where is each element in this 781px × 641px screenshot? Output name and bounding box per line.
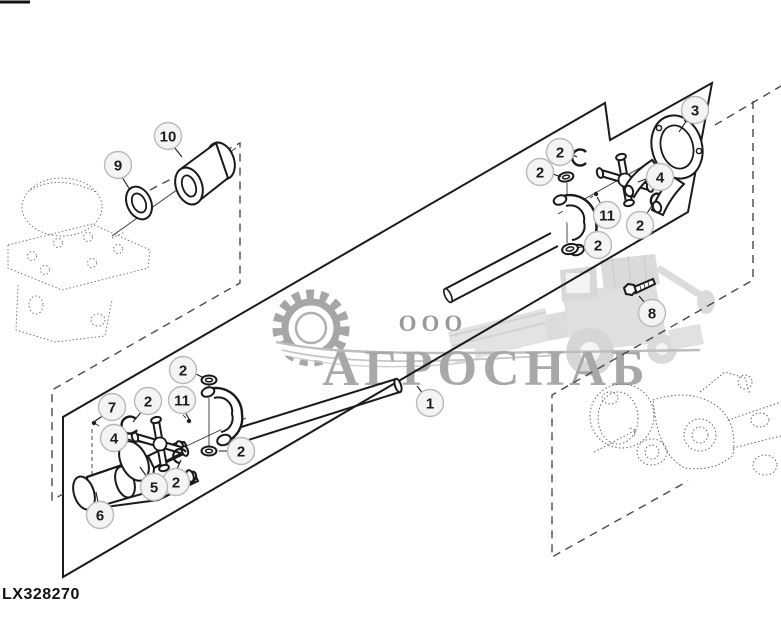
callout-9: 9 [103, 150, 133, 180]
callout-4-right: 4 [645, 162, 675, 192]
right-dashed-panel [551, 85, 781, 559]
svg-text:2: 2 [144, 394, 152, 411]
callout-4-left: 4 [99, 423, 129, 453]
spider-cross-part4-left [130, 415, 190, 473]
bushing-part10 [174, 141, 236, 206]
callout-2-right-lower-ring: 2 [625, 210, 655, 240]
callout-11-right: 11 [592, 200, 622, 230]
driveshaft-tube [237, 232, 559, 443]
drawing-code-label: LX328270 [2, 586, 80, 603]
callout-3: 3 [680, 95, 710, 125]
grease-fitting-part11-right [589, 191, 599, 199]
watermark-company-name: АГРОСНАБ [322, 341, 649, 397]
svg-text:2: 2 [556, 145, 564, 162]
svg-text:8: 8 [648, 306, 656, 323]
axle-ghost-drawing [589, 371, 781, 476]
callout-10: 10 [153, 121, 183, 151]
callout-2-left-upper-ring: 2 [133, 386, 163, 416]
grease-fitting-part11-left [182, 414, 192, 424]
callout-7: 7 [97, 392, 127, 422]
svg-text:2: 2 [237, 444, 245, 461]
svg-text:4: 4 [110, 431, 119, 448]
svg-text:3: 3 [691, 103, 699, 120]
snap-ring-part2-left-upper [120, 415, 138, 435]
callout-1: 1 [415, 388, 445, 418]
svg-text:7: 7 [108, 400, 116, 417]
svg-text:5: 5 [150, 480, 158, 497]
callout-leader-lines [94, 119, 688, 503]
svg-text:2: 2 [172, 475, 180, 492]
callout-8: 8 [637, 298, 667, 328]
snap-ring-part2-right-upper [571, 148, 587, 167]
watermark-prefix: ООО [399, 311, 468, 336]
svg-text:11: 11 [174, 393, 190, 410]
svg-text:2: 2 [594, 238, 602, 255]
washer-part2-left-top [200, 374, 218, 386]
svg-text:2: 2 [536, 165, 544, 182]
washer-part2-left-bottom [200, 445, 218, 457]
svg-text:11: 11 [599, 208, 615, 225]
callout-2-left-below-yoke: 2 [226, 436, 256, 466]
gear-icon [268, 289, 701, 368]
svg-text:1: 1 [426, 396, 434, 413]
svg-text:10: 10 [160, 129, 177, 146]
callout-2-right-bottom-washer: 2 [583, 230, 613, 260]
callout-2-right-top-washer: 2 [525, 157, 555, 187]
gearbox-ghost-drawing [7, 177, 151, 343]
main-panel-outline [62, 81, 714, 579]
grease-fitting-part7 [91, 420, 100, 427]
callout-6: 6 [85, 500, 115, 530]
bolt-part8 [622, 277, 657, 297]
svg-text:2: 2 [636, 218, 644, 235]
spider-cross-part4-right [595, 152, 655, 208]
svg-text:6: 6 [96, 508, 104, 525]
seal-part9 [125, 185, 153, 221]
svg-text:2: 2 [179, 363, 187, 380]
callout-11-left: 11 [167, 385, 197, 415]
svg-text:9: 9 [114, 158, 122, 175]
callout-2-left-top: 2 [168, 355, 198, 385]
callout-2-right-upper-ring: 2 [545, 137, 575, 167]
washer-part2-right-top [557, 171, 575, 183]
slip-yoke-left [200, 386, 244, 447]
svg-text:4: 4 [656, 170, 665, 187]
callout-5: 5 [139, 472, 169, 502]
snap-ring-part2-left-lower [172, 447, 187, 465]
